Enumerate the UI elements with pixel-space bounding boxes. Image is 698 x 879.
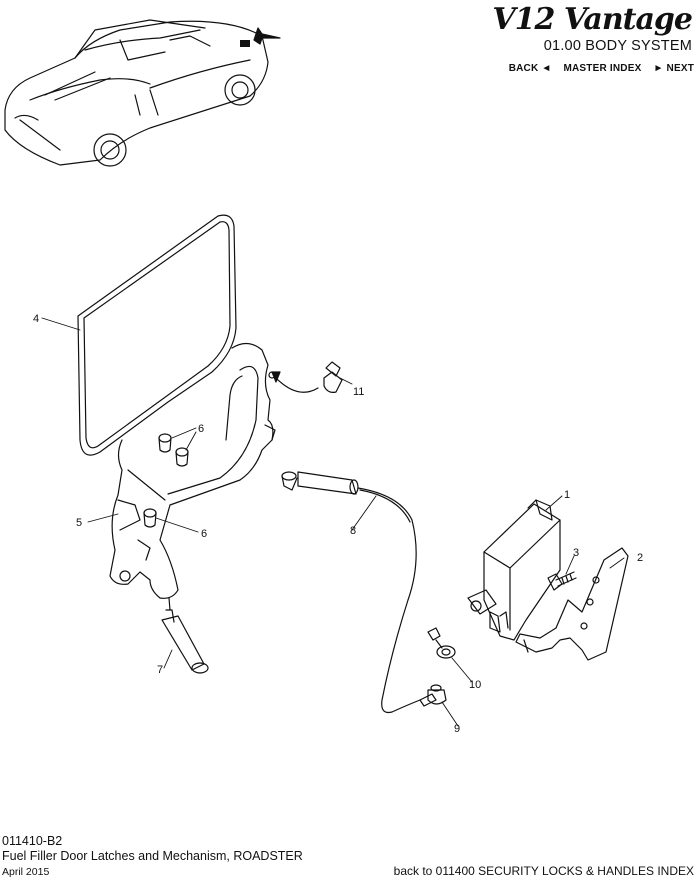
- navigation-bar: BACK ◄ MASTER INDEX ► NEXT: [509, 63, 694, 74]
- callout-6b: 6: [201, 528, 207, 540]
- cable-clip: [427, 627, 456, 659]
- back-to-index-link[interactable]: back to 011400 SECURITY LOCKS & HANDLES …: [393, 864, 694, 878]
- latch-actuator: [467, 499, 561, 641]
- car-illustration: [4, 19, 269, 167]
- filler-door-panel: [77, 214, 237, 456]
- callout-10: 10: [469, 679, 481, 691]
- screw-upper: [158, 433, 172, 453]
- bolt: [547, 571, 577, 591]
- document-code: 011410-B2: [2, 834, 63, 848]
- master-index-link[interactable]: MASTER INDEX: [563, 63, 642, 74]
- release-cable: [281, 471, 437, 714]
- fit-direction-arrow: [275, 377, 319, 393]
- back-link[interactable]: BACK ◄: [508, 63, 552, 74]
- document-title: Fuel Filler Door Latches and Mechanism, …: [2, 849, 303, 863]
- screw-lower: [143, 508, 157, 528]
- callout-11: 11: [353, 386, 364, 398]
- callout-8: 8: [350, 525, 356, 537]
- callout-4: 4: [33, 313, 39, 325]
- callout-2: 2: [637, 552, 643, 564]
- gas-strut: [161, 597, 209, 674]
- leader-lines: [41, 317, 625, 727]
- section-title: 01.00 BODY SYSTEM: [543, 38, 692, 54]
- callout-6a: 6: [198, 423, 204, 435]
- next-link[interactable]: ► NEXT: [653, 63, 694, 74]
- callout-9: 9: [454, 723, 460, 735]
- hinge-bracket: [109, 342, 276, 599]
- document-date: April 2015: [2, 866, 50, 878]
- callout-7: 7: [157, 664, 163, 676]
- grommet: [427, 684, 447, 705]
- callout-5: 5: [76, 517, 82, 529]
- screw-middle: [175, 447, 189, 467]
- bump-stop: [323, 361, 343, 393]
- mounting-bracket: [515, 547, 629, 661]
- brand-logo: V12 Vantage: [492, 2, 693, 37]
- callout-1: 1: [564, 489, 570, 501]
- callout-3: 3: [573, 547, 579, 559]
- location-arrow: [253, 27, 281, 45]
